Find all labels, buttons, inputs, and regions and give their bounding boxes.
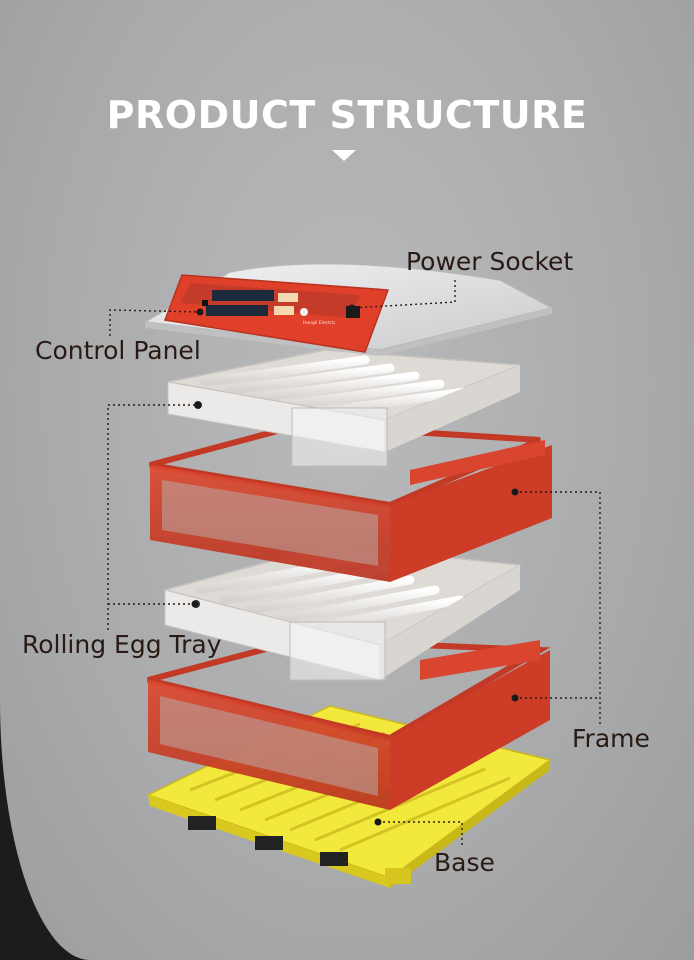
label-power-socket: Power Socket (406, 247, 573, 276)
control-panel-brand: Hongli Electric (303, 320, 336, 326)
lid (145, 264, 552, 356)
label-base: Base (434, 848, 495, 877)
label-frame: Frame (572, 724, 650, 753)
label-rolling-egg-tray: Rolling Egg Tray (22, 630, 222, 659)
label-control-panel: Control Panel (35, 336, 201, 365)
